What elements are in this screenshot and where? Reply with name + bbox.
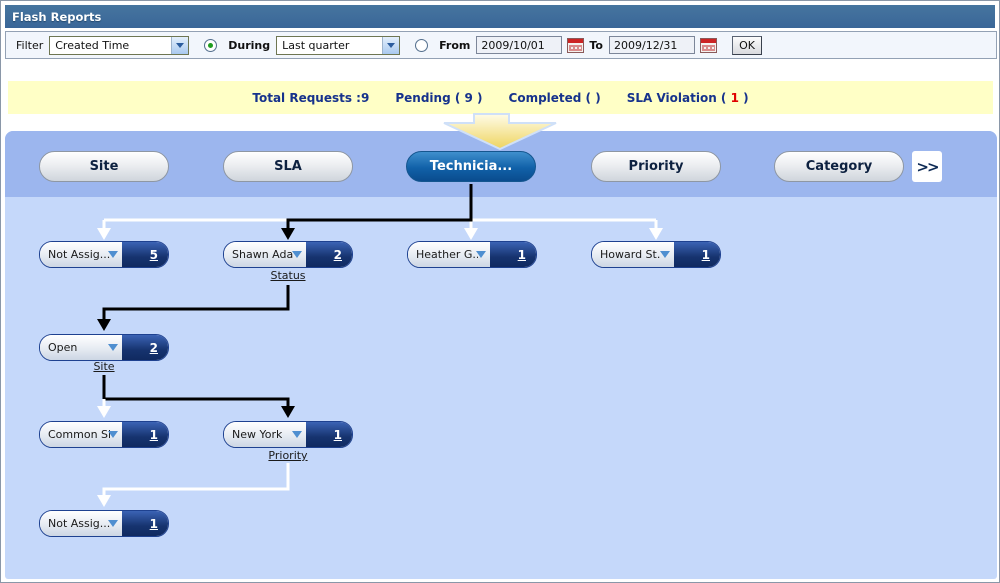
node-count: 1	[517, 247, 526, 262]
node-dropdown[interactable]: Not Assig...	[40, 511, 122, 536]
from-label: From	[439, 38, 471, 52]
node-count-link[interactable]: 1	[122, 422, 168, 447]
select-arrow-icon[interactable]	[171, 36, 189, 54]
tab-category[interactable]: Category	[774, 151, 904, 182]
tree-node: New York 1	[223, 421, 353, 448]
node-count-link[interactable]: 1	[122, 511, 168, 536]
node-count: 1	[149, 427, 158, 442]
during-period-value: Last quarter	[282, 38, 350, 52]
tree-node: Howard St. 1	[591, 241, 721, 268]
node-label: Common Si.	[48, 428, 110, 441]
node-count: 2	[333, 247, 342, 262]
during-label: During	[228, 38, 271, 52]
node-label: Shawn Ada...	[232, 248, 294, 261]
node-count: 2	[149, 340, 158, 355]
node-count-link[interactable]: 2	[306, 242, 352, 267]
tree-node: Not Assig... 5	[39, 241, 169, 268]
filter-type-value: Created Time	[55, 38, 130, 52]
node-dropdown[interactable]: Open	[40, 335, 122, 360]
to-label: To	[589, 38, 603, 52]
tree-node: Common Si. 1	[39, 421, 169, 448]
node-label: New York	[232, 428, 283, 441]
sla-violation-suffix: )	[743, 90, 749, 105]
title-bar: Flash Reports	[5, 5, 995, 28]
pending-count-label: Pending ( 9 )	[395, 90, 483, 105]
chevron-down-icon	[108, 431, 118, 438]
node-dropdown[interactable]: Shawn Ada...	[224, 242, 306, 267]
page-title: Flash Reports	[12, 9, 102, 24]
node-dropdown[interactable]: New York	[224, 422, 306, 447]
node-label: Open	[48, 341, 78, 354]
node-dropdown[interactable]: Heather G..	[408, 242, 490, 267]
node-count: 1	[701, 247, 710, 262]
node-count-link[interactable]: 2	[122, 335, 168, 360]
sla-violation-count: 1	[730, 90, 739, 105]
calendar-icon[interactable]	[567, 37, 585, 53]
node-label: Not Assig...	[48, 517, 110, 530]
filter-label: Filter	[16, 38, 44, 52]
during-radio[interactable]	[204, 38, 218, 52]
ok-button[interactable]: OK	[732, 35, 762, 55]
node-count: 5	[149, 247, 158, 262]
sla-violation-prefix: SLA Violation (	[626, 90, 727, 105]
node-count-link[interactable]: 1	[674, 242, 720, 267]
sla-violation-label: SLA Violation ( 1 )	[627, 91, 749, 105]
tree-node: Open 2	[39, 334, 169, 361]
chevron-down-icon	[476, 251, 486, 258]
node-count-link[interactable]: 1	[490, 242, 536, 267]
tree-node: Shawn Ada... 2	[223, 241, 353, 268]
tab-technician[interactable]: Technicia...	[406, 151, 536, 182]
drilldown-link-site[interactable]: Site	[93, 360, 115, 373]
chevron-down-icon	[108, 251, 118, 258]
drilldown-link-status[interactable]: Status	[270, 269, 306, 282]
to-date-input[interactable]	[609, 36, 695, 54]
completed-count-label: Completed ( )	[508, 90, 601, 105]
chevron-down-icon	[108, 520, 118, 527]
more-tabs-button[interactable]: >>	[912, 151, 942, 182]
tab-sla[interactable]: SLA	[223, 151, 353, 182]
from-date-input[interactable]	[476, 36, 563, 54]
node-label: Howard St.	[600, 248, 661, 261]
calendar-icon[interactable]	[700, 37, 717, 53]
chevron-down-icon	[292, 431, 302, 438]
node-label: Heather G..	[416, 248, 478, 261]
node-dropdown[interactable]: Howard St.	[592, 242, 674, 267]
select-arrow-icon[interactable]	[382, 36, 400, 54]
chevron-down-icon	[108, 344, 118, 351]
filter-type-select[interactable]: Created Time	[49, 35, 190, 55]
node-dropdown[interactable]: Not Assig...	[40, 242, 122, 267]
node-count-link[interactable]: 5	[122, 242, 168, 267]
date-range-radio[interactable]	[415, 38, 429, 52]
tab-site[interactable]: Site	[39, 151, 169, 182]
tree-node: Heather G.. 1	[407, 241, 537, 268]
node-count: 1	[333, 427, 342, 442]
chevron-down-icon	[292, 251, 302, 258]
during-period-select[interactable]: Last quarter	[276, 35, 401, 55]
filter-toolbar: Filter Created Time During Last quarter …	[5, 31, 997, 59]
node-count: 1	[149, 516, 158, 531]
chevron-down-icon	[660, 251, 670, 258]
drilldown-link-priority[interactable]: Priority	[268, 449, 308, 462]
total-requests-label: Total Requests :9	[252, 90, 370, 105]
node-dropdown[interactable]: Common Si.	[40, 422, 122, 447]
summary-bar: Total Requests :9 Pending ( 9 ) Complete…	[8, 81, 993, 114]
node-count-link[interactable]: 1	[306, 422, 352, 447]
tree-node: Not Assig... 1	[39, 510, 169, 537]
node-label: Not Assig...	[48, 248, 110, 261]
tab-priority[interactable]: Priority	[591, 151, 721, 182]
